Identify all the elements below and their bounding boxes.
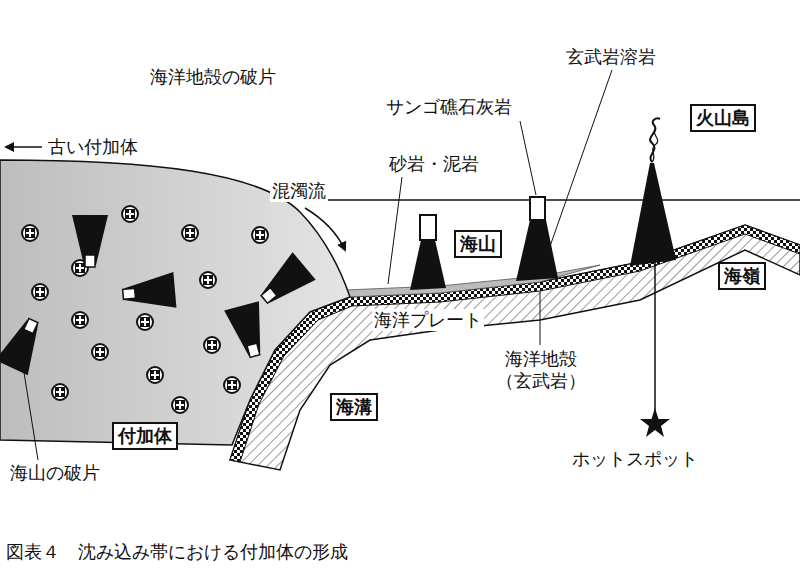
- label-text: 海山の破片: [8, 462, 102, 484]
- label-text: 砂岩・泥岩: [387, 153, 481, 175]
- label-text: サンゴ礁石灰岩: [384, 96, 514, 118]
- label-text: 古い付加体: [48, 136, 138, 158]
- boxed-label: 付加体: [112, 422, 178, 450]
- label-text: ホットスポット: [572, 448, 698, 470]
- label-text: 海洋地殻の破片: [150, 66, 276, 88]
- boxed-label: 海山: [454, 230, 502, 258]
- boxed-label: 海嶺: [718, 262, 766, 290]
- boxed-label: 火山島: [690, 104, 756, 132]
- box-text: 付加体: [118, 425, 172, 446]
- label-text: 混濁流: [270, 180, 328, 202]
- box-text: 海山: [460, 233, 496, 254]
- box-text: 海嶺: [724, 265, 760, 286]
- boxed-label: 海溝: [330, 393, 378, 421]
- box-text: 海溝: [336, 396, 372, 417]
- figure-caption: 図表４ 沈み込み帯における付加体の形成: [6, 540, 348, 564]
- label-text: 玄武岩溶岩: [564, 46, 658, 68]
- callout-text: 海洋地殻 （玄武岩）: [492, 348, 590, 391]
- plate-label: 海洋プレート: [372, 309, 484, 331]
- box-text: 火山島: [696, 107, 750, 128]
